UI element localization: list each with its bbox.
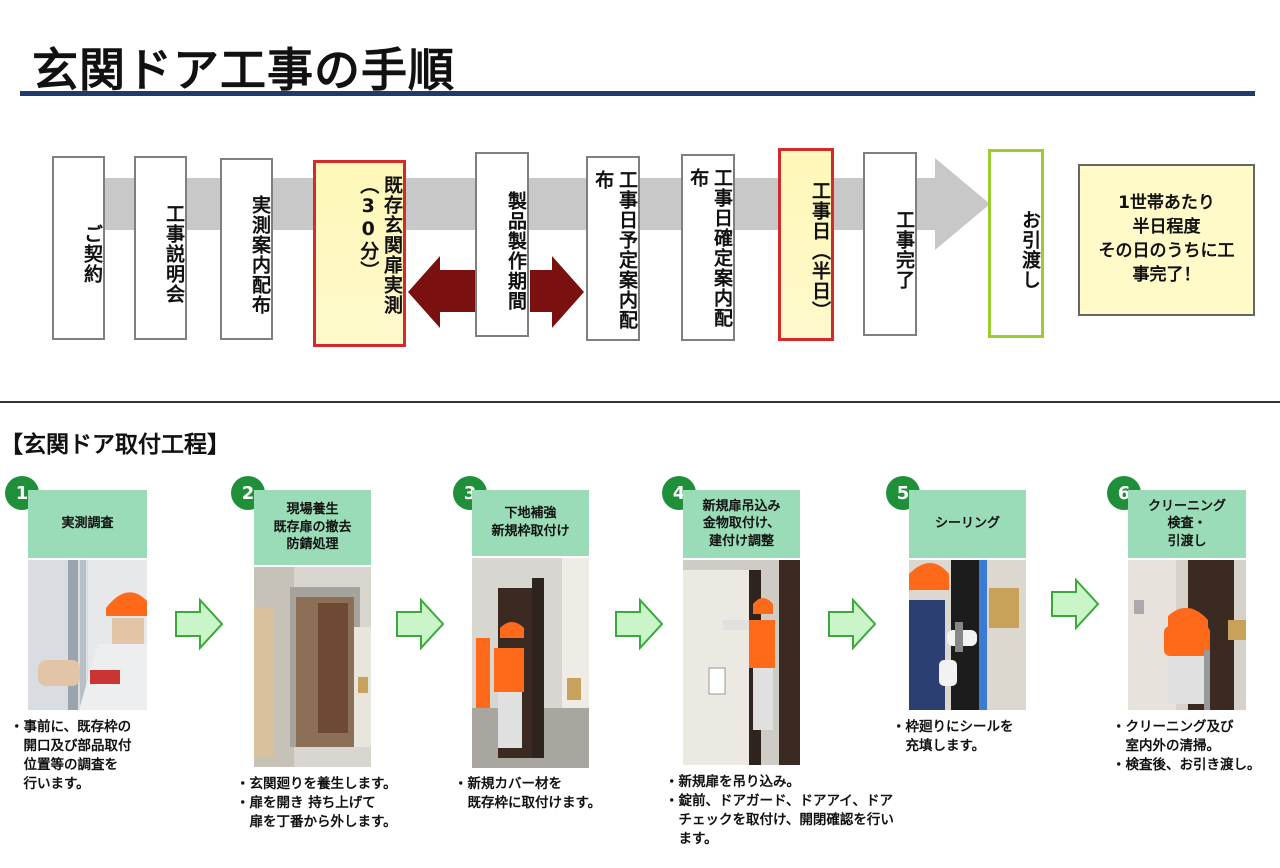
step-desc-6: ・クリーニング及び 室内外の清掃。 ・検査後、お引き渡し。	[1112, 719, 1261, 773]
step-label-2: 現場養生 既存扉の撤去 防錆処理	[254, 490, 371, 565]
duration-note: 1世帯あたり 半日程度 その日のうちに工 事完了！	[1078, 164, 1255, 316]
step-photo-5	[909, 560, 1026, 710]
flow-step-confirm-notice: 工事日確定案内配布	[681, 154, 735, 341]
flow-step-production: 製品製作期間	[475, 152, 529, 337]
step-desc-5: ・枠廻りにシールを 充填します。	[892, 719, 1014, 754]
next-arrow-4	[828, 598, 877, 650]
flow-step-contract: ご契約	[52, 156, 105, 340]
step-desc-3: ・新規カバー材を 既存枠に取付けます。	[454, 776, 602, 811]
step-label-5: シーリング	[909, 490, 1026, 558]
step-number-1: 1	[5, 476, 39, 510]
page-title: 玄関ドア工事の手順	[32, 43, 455, 97]
next-arrow-5	[1051, 578, 1100, 630]
section-divider	[0, 401, 1280, 403]
step-desc-4: ・新規扉を吊り込み。 ・錠前、ドアガード、ドアアイ、ドア チェックを取付け、開閉…	[665, 774, 894, 847]
step-desc-1: ・事前に、既存枠の 開口及び部品取付 位置等の調査を 行います。	[10, 719, 132, 792]
step-label-6: クリーニング 検査・ 引渡し	[1128, 490, 1246, 558]
title-underline	[20, 91, 1255, 96]
step-desc-2: ・玄関廻りを養生します。 ・扉を開き 持ち上げて 扉を丁番から外します。	[236, 776, 397, 830]
flow-step-construction-day: 工事日（半日）	[778, 148, 834, 341]
step-label-1: 実測調査	[28, 490, 147, 558]
flow-step-schedule-notice: 工事日予定案内配布	[586, 156, 640, 341]
flow-step-measure-notice: 実測案内配布	[220, 158, 273, 340]
step-photo-6	[1128, 560, 1246, 710]
step-photo-2	[254, 567, 371, 767]
double-arrow	[408, 256, 584, 328]
flow-step-handover: お引渡し	[988, 149, 1044, 338]
next-arrow-3	[615, 598, 664, 650]
step-photo-3	[472, 558, 589, 768]
flow-step-measurement: 既存玄関扉実測（30分）	[313, 160, 406, 347]
step-label-3: 下地補強 新規枠取付け	[472, 490, 589, 556]
flow-step-completion: 工事完了	[863, 152, 917, 336]
section-title: 【玄関ドア取付工程】	[0, 432, 230, 458]
flow-step-briefing: 工事説明会	[134, 156, 187, 340]
next-arrow-2	[396, 598, 445, 650]
next-arrow-1	[175, 598, 224, 650]
step-photo-1	[28, 560, 147, 710]
step-photo-4	[683, 560, 800, 765]
step-label-4: 新規扉吊込み 金物取付け、 建付け調整	[683, 490, 800, 558]
